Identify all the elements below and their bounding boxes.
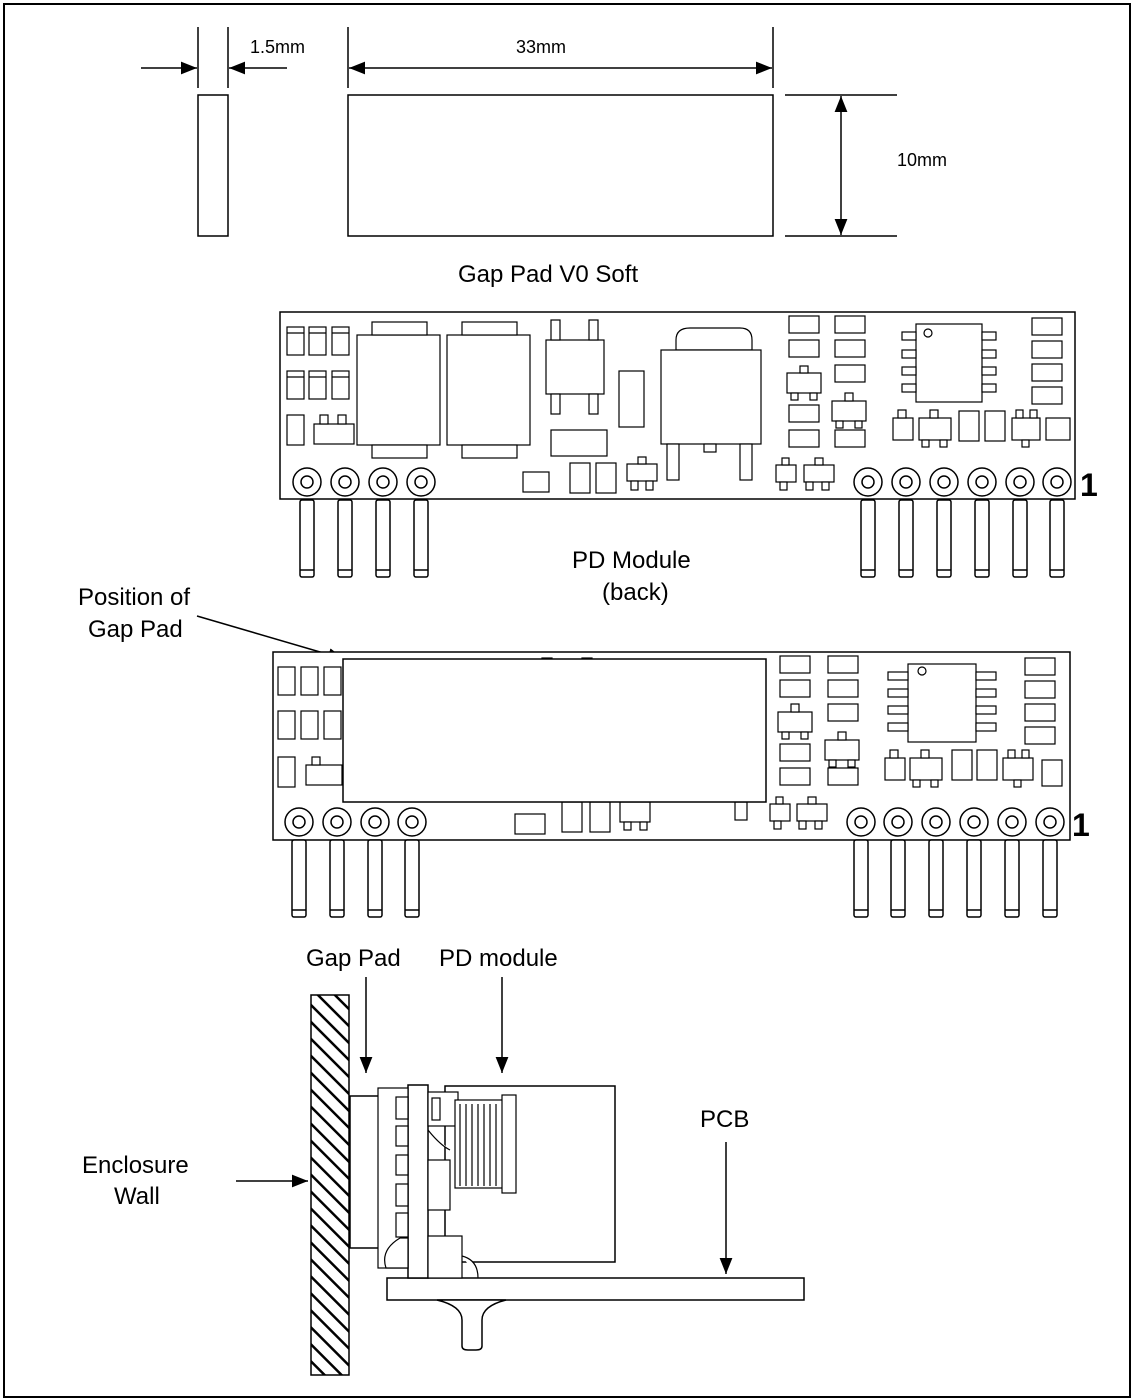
gap-pad-dimension-drawing: 1.5mm 33mm 10mm Gap Pad V0 Soft — [141, 27, 947, 288]
gap-pad-top-view — [347, 94, 774, 237]
position-label-line1: Position of — [78, 584, 190, 611]
pin1-marker-bottom: 1 — [1072, 807, 1090, 843]
gap-pad-side-view — [197, 94, 229, 237]
pd-module-with-gap-pad: Position of Gap Pad — [78, 584, 1090, 918]
enclosure-wall-label-line1: Enclosure — [82, 1152, 189, 1179]
thickness-label: 1.5mm — [250, 37, 305, 57]
enclosure-wall-label-line2: Wall — [114, 1183, 160, 1210]
page-border — [3, 3, 1131, 1398]
length-label: 33mm — [516, 37, 566, 57]
pd-module-back-view: 1 PD Module (back) — [279, 311, 1098, 606]
gap-pad-title: Gap Pad V0 Soft — [458, 261, 638, 288]
pin1-marker-top: 1 — [1080, 467, 1098, 503]
pd-module-back-label-line2: (back) — [602, 579, 669, 606]
pd-module-label: PD module — [439, 945, 558, 972]
gap-pad-side — [349, 1095, 381, 1249]
enclosure-wall — [310, 994, 350, 1376]
pd-module-back-label-line1: PD Module — [572, 547, 691, 574]
side-view-assembly: Gap Pad PD module PCB Enclosure Wall — [82, 945, 805, 1376]
pcb-label: PCB — [700, 1106, 749, 1133]
position-label-line2: Gap Pad — [88, 616, 183, 643]
pd-module-board-side — [407, 1084, 429, 1279]
height-label: 10mm — [897, 150, 947, 170]
pcb-board — [386, 1277, 805, 1301]
gap-pad-position-overlay — [342, 658, 767, 803]
gap-pad-label: Gap Pad — [306, 945, 401, 972]
